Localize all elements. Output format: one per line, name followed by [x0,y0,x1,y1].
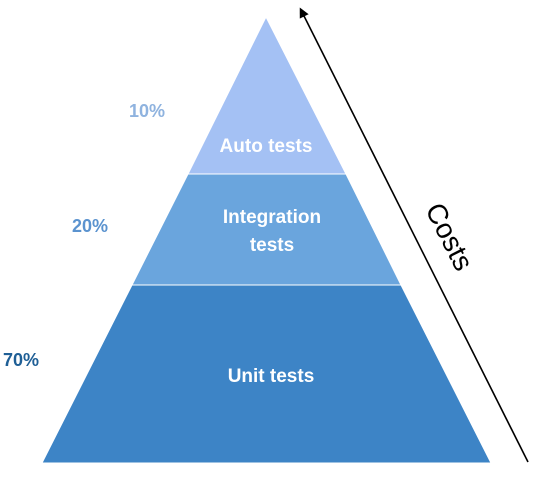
pyramid-tier-integration-tests [131,173,402,286]
tier-label-unit-tests: Unit tests [228,366,315,387]
pyramid-tier-unit-tests [41,284,492,464]
tier-label-auto-tests: Auto tests [220,136,313,157]
percent-auto-tests: 10% [129,101,165,121]
costs-arrow [299,7,529,463]
tier-label-integration-line-2: tests [250,235,294,256]
percent-integration-tests: 20% [72,216,108,236]
tier-label-integration-line-1: Integration [223,207,321,228]
percent-unit-tests: 70% [3,350,39,370]
